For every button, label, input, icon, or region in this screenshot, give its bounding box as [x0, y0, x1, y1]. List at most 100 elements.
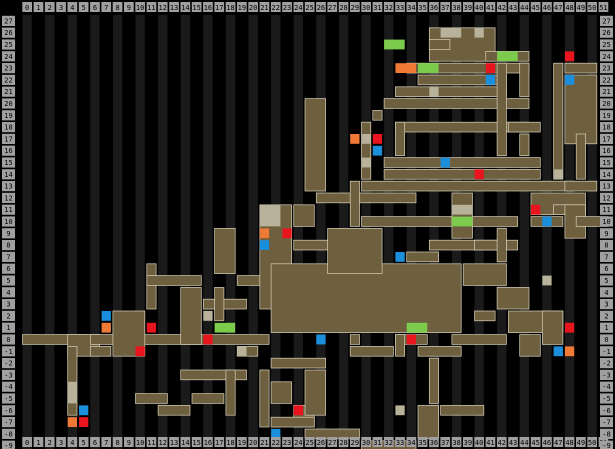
row-ruler-cell: [600, 133, 613, 144]
column-ruler-cell: [214, 2, 225, 12]
row-label: 23: [602, 65, 610, 73]
column-label: 21: [260, 439, 268, 447]
column-ruler-cell: [56, 437, 66, 447]
column-label: 3: [59, 4, 63, 12]
corridor-segment: [270, 416, 315, 428]
column-label: 33: [396, 439, 404, 447]
column-label: 14: [181, 4, 189, 12]
corridor-segment: [383, 98, 530, 109]
column-label: 35: [418, 439, 426, 447]
warp-room: [395, 252, 405, 262]
column-label: 17: [215, 4, 223, 12]
row-label: 2: [6, 312, 10, 320]
row-ruler-cell: [600, 428, 613, 439]
row-ruler-cell: [2, 287, 15, 298]
row-ruler-cell: [600, 251, 613, 262]
column-ruler-cell: [248, 2, 258, 12]
column-ruler-cell: [327, 2, 338, 12]
grid-stripe: [135, 15, 145, 449]
row-label: 14: [602, 171, 610, 179]
column-ruler-cell: [316, 2, 326, 12]
row-ruler-left: 2726252423222120191817161514131211109876…: [2, 15, 15, 449]
grid-stripe: [542, 15, 552, 449]
boss-room: [395, 63, 416, 73]
column-label: 32: [385, 439, 393, 447]
row-ruler-cell: [600, 157, 613, 168]
corridor-segment: [451, 334, 507, 345]
row-ruler-cell: [600, 216, 613, 227]
row-ruler-cell: [600, 381, 613, 392]
column-ruler-cell: [33, 437, 44, 447]
column-ruler-cell: [530, 2, 541, 12]
row-ruler-cell: [600, 192, 613, 203]
grid-stripe: [316, 15, 326, 449]
column-label: 20: [249, 4, 257, 12]
corridor-segment: [428, 239, 519, 251]
corridor-segment: [270, 381, 293, 404]
column-ruler-cell: [248, 437, 258, 447]
column-label: 36: [430, 439, 438, 447]
column-label: 10: [136, 4, 144, 12]
warp-room: [101, 311, 111, 321]
row-label: 10: [602, 218, 610, 226]
column-ruler-cell: [67, 437, 78, 447]
row-ruler-cell: [2, 15, 15, 26]
column-label: 26: [317, 4, 325, 12]
column-label: 44: [520, 4, 528, 12]
column-ruler-cell: [429, 2, 439, 12]
corridor-segment: [191, 393, 225, 404]
row-ruler-cell: [2, 216, 15, 227]
row-label: -5: [4, 395, 12, 403]
column-ruler-cell: [508, 437, 518, 447]
warp-room: [259, 240, 270, 250]
column-label: 34: [407, 439, 415, 447]
corridor-segment: [372, 110, 383, 121]
column-ruler-cell: [406, 437, 417, 447]
row-label: 13: [4, 183, 12, 191]
row-ruler-cell: [2, 263, 15, 274]
column-label: 40: [475, 4, 483, 12]
row-label: -1: [602, 348, 610, 356]
boss-room: [67, 417, 77, 427]
column-label: 12: [159, 4, 167, 12]
column-ruler-cell: [463, 437, 473, 447]
corridor-segment: [361, 180, 575, 192]
column-ruler-cell: [372, 437, 383, 447]
row-ruler-cell: [2, 393, 15, 404]
column-ruler-cell: [282, 437, 292, 447]
unvisited-room: [429, 86, 439, 97]
row-ruler-cell: [600, 86, 613, 97]
column-ruler-cell: [44, 437, 55, 447]
row-ruler-cell: [600, 181, 613, 192]
column-ruler-cell: [338, 437, 349, 447]
column-label: 13: [170, 4, 178, 12]
column-label: 46: [543, 4, 551, 12]
save-room: [485, 63, 496, 73]
column-ruler-cell: [429, 437, 439, 447]
grid-stripe: [384, 15, 394, 449]
corridor-segment: [157, 405, 191, 416]
column-ruler-cell: [372, 2, 383, 12]
column-label: 46: [543, 439, 551, 447]
save-room: [282, 228, 292, 239]
corridor-segment: [146, 263, 157, 310]
row-label: 22: [4, 76, 12, 84]
column-ruler-cell: [157, 2, 168, 12]
row-ruler-cell: [2, 63, 15, 74]
row-label: 4: [6, 289, 10, 297]
warp-room: [316, 334, 326, 345]
column-ruler-cell: [383, 2, 394, 12]
row-label: 1: [6, 324, 10, 332]
corridor-segment: [327, 228, 383, 274]
row-ruler-cell: [2, 39, 15, 50]
column-label: 39: [464, 439, 472, 447]
row-label: 10: [4, 218, 12, 226]
column-ruler-cell: [112, 2, 123, 12]
column-ruler-cell: [474, 2, 484, 12]
row-ruler-cell: [2, 358, 15, 369]
row-label: 16: [602, 147, 610, 155]
row-ruler-cell: [600, 287, 613, 298]
row-ruler-cell: [2, 405, 15, 416]
row-ruler-cell: [600, 417, 613, 428]
corridor-segment: [395, 334, 406, 357]
